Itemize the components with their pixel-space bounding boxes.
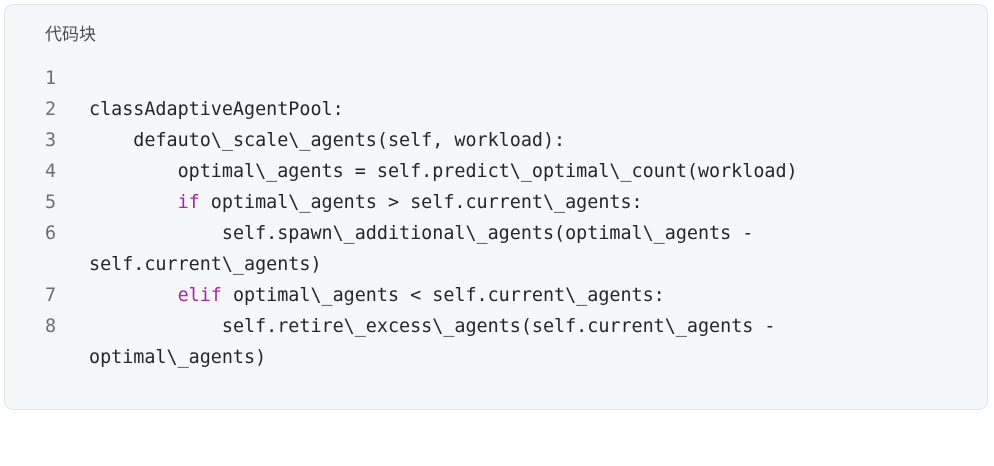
code-text: self.spawn\_additional\_agents(optimal\_… xyxy=(89,218,753,249)
code-content: defauto\_scale\_agents(self, workload): xyxy=(133,130,566,151)
code-content: self.current\_agents) xyxy=(89,254,322,275)
code-content: self.retire\_excess\_agents(self.current… xyxy=(221,316,776,337)
line-number: 3 xyxy=(45,130,57,151)
code-lines[interactable]: 1 2 classAdaptiveAgentPool: 3 defauto\_s… xyxy=(5,63,987,373)
line-number: 2 xyxy=(45,99,57,120)
code-content: optimal\_agents > self.current\_agents: xyxy=(199,192,643,213)
code-indent xyxy=(89,285,178,306)
code-content: optimal\_agents < self.current\_agents: xyxy=(221,285,665,306)
code-text: defauto\_scale\_agents(self, workload): xyxy=(89,125,565,156)
code-content: self.spawn\_additional\_agents(optimal\_… xyxy=(221,223,754,244)
code-text: elif optimal\_agents < self.current\_age… xyxy=(89,280,665,311)
code-text: if optimal\_agents > self.current\_agent… xyxy=(89,187,643,218)
code-indent xyxy=(89,130,133,151)
code-indent xyxy=(89,192,178,213)
line-number: 5 xyxy=(45,192,57,213)
code-content: optimal\_agents = self.predict\_optimal\… xyxy=(177,161,798,182)
code-text: self.retire\_excess\_agents(self.current… xyxy=(89,311,776,342)
code-content: classAdaptiveAgentPool: xyxy=(89,99,344,120)
code-line: self.current\_agents) xyxy=(5,249,987,280)
code-text: self.current\_agents) xyxy=(89,249,322,280)
line-number: 1 xyxy=(45,68,57,89)
line-number: 4 xyxy=(45,161,57,182)
code-text: optimal\_agents) xyxy=(89,342,266,373)
code-keyword: if xyxy=(177,192,200,213)
code-block-title: 代码块 xyxy=(45,25,96,45)
line-number: 8 xyxy=(45,316,57,337)
code-block: 代码块 1 2 classAdaptiveAgentPool: 3 defaut… xyxy=(4,4,988,410)
code-line: 8 self.retire\_excess\_agents(self.curre… xyxy=(5,311,987,342)
code-line: 7 elif optimal\_agents < self.current\_a… xyxy=(5,280,987,311)
code-line: 6 self.spawn\_additional\_agents(optimal… xyxy=(5,218,987,249)
code-line: optimal\_agents) xyxy=(5,342,987,373)
line-number: 6 xyxy=(45,223,57,244)
code-line: 3 defauto\_scale\_agents(self, workload)… xyxy=(5,125,987,156)
code-line: 2 classAdaptiveAgentPool: xyxy=(5,94,987,125)
code-text: optimal\_agents = self.predict\_optimal\… xyxy=(89,156,798,187)
code-indent xyxy=(89,161,178,182)
code-content: optimal\_agents) xyxy=(89,347,267,368)
code-text: classAdaptiveAgentPool: xyxy=(89,94,344,125)
code-indent xyxy=(89,316,222,337)
line-number: 7 xyxy=(45,285,57,306)
code-line: 5 if optimal\_agents > self.current\_age… xyxy=(5,187,987,218)
code-keyword: elif xyxy=(177,285,222,306)
code-line: 4 optimal\_agents = self.predict\_optima… xyxy=(5,156,987,187)
code-line: 1 xyxy=(5,63,987,94)
code-indent xyxy=(89,223,222,244)
